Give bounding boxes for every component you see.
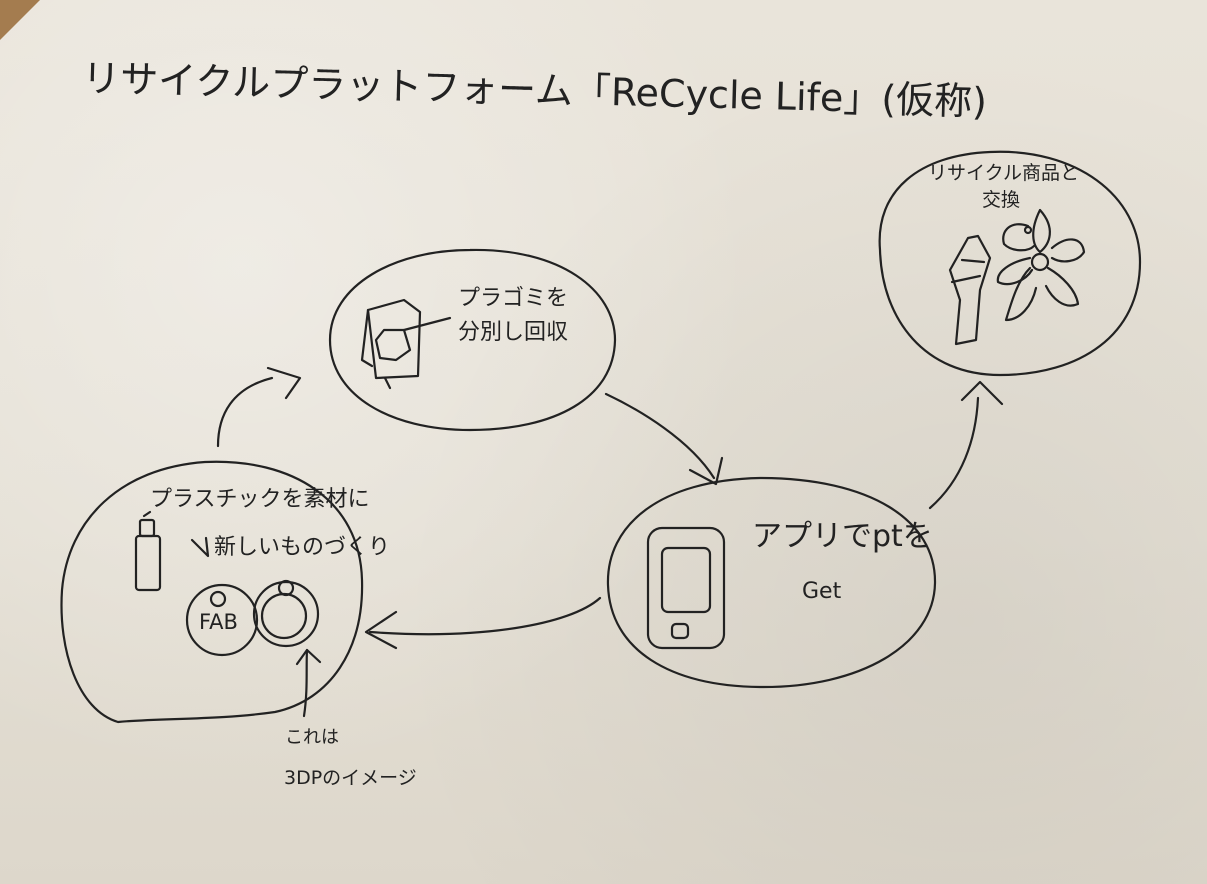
note-text-line1: これは: [285, 727, 339, 748]
trash-bag-icon: [360, 298, 452, 390]
materials-text-line1: プラスチックを素材に: [150, 487, 370, 512]
arrowhead-app-to-materials: [364, 610, 398, 650]
node-goods-outline: [878, 150, 1142, 377]
curve-arrow-icon: [190, 536, 210, 558]
node-separate-outline: [328, 248, 617, 432]
bottle-icon: [134, 510, 162, 592]
fab-circle: [185, 583, 259, 657]
app-text-line1: アプリでptを: [752, 519, 933, 554]
paper-corner: [0, 0, 40, 40]
arrowhead-materials-to-separate: [266, 366, 302, 400]
arrowhead-app-to-goods: [960, 380, 1004, 406]
smartphone-icon: [646, 526, 726, 650]
node-app-outline: [606, 476, 937, 689]
fab-label: FAB: [199, 610, 238, 634]
printer-outer-circle: [252, 580, 320, 648]
sakura-flower-icon: [996, 208, 1086, 322]
node-materials-outline: [60, 460, 364, 724]
app-text-line2: Get: [802, 579, 842, 604]
arrow-note-to-3dp: [302, 648, 309, 718]
arrowhead-note-to-3dp: [295, 648, 322, 666]
arrow-materials-to-separate: [216, 376, 274, 448]
arrowhead-separate-to-app: [688, 456, 724, 486]
materials-text-line2: 新しいものづくり: [214, 535, 391, 560]
arrow-separate-to-app: [604, 392, 716, 480]
goods-text-line1: リサイクル商品と: [928, 162, 1080, 184]
arrow-app-to-goods: [928, 396, 980, 510]
separate-text-line2: 分別し回収: [458, 320, 569, 345]
printer-inner-circle: [260, 592, 308, 640]
arrow-app-to-materials: [368, 596, 602, 636]
separate-text-line1: プラゴミを: [458, 286, 569, 311]
statue-icon: [948, 234, 992, 346]
fab-small-circle: [209, 590, 227, 608]
note-text-line2: 3DPのイメージ: [284, 767, 417, 789]
printer-top-circle: [277, 579, 295, 597]
goods-text-line2: 交換: [982, 189, 1021, 211]
